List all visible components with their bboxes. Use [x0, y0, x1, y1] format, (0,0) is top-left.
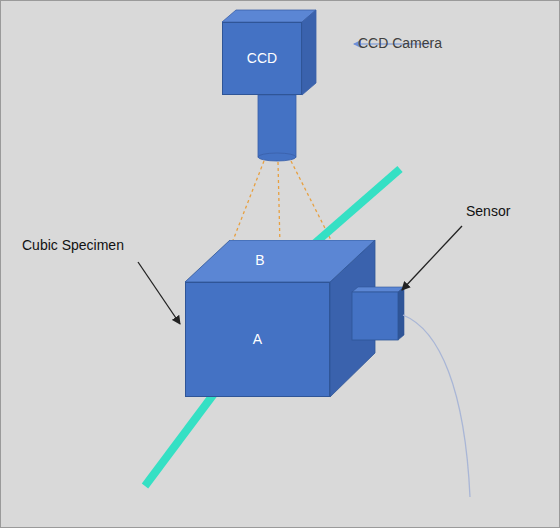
face-outline: [185, 240, 375, 282]
camera-lens: [258, 95, 296, 157]
specimen-label: Cubic Specimen: [22, 238, 124, 253]
face-letter: CCD: [247, 51, 277, 66]
specimen-top-face: B: [185, 240, 375, 282]
incident-beam: [145, 383, 222, 486]
sensor-cable: [403, 315, 470, 497]
sensor-side: [398, 287, 404, 340]
face-letter: A: [253, 332, 262, 347]
camera-face: CCD: [222, 22, 302, 95]
face-letter: B: [255, 253, 264, 268]
sensor-body: [352, 292, 398, 340]
exit-beam: [314, 169, 400, 244]
sensor-top: [352, 287, 404, 292]
camera-top: [222, 10, 316, 22]
lens-end: [258, 153, 296, 161]
face-shape: [185, 240, 375, 282]
camera-side: [302, 10, 316, 95]
specimen-leader: [138, 262, 180, 324]
sensor-label: Sensor: [466, 204, 510, 219]
sensor-leader: [402, 226, 462, 290]
camera-label: CCD Camera: [358, 36, 442, 51]
specimen-front-face: A: [185, 282, 330, 397]
